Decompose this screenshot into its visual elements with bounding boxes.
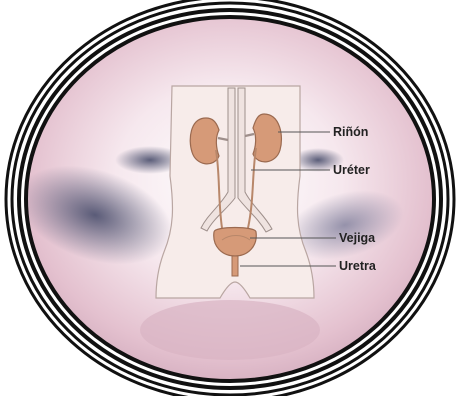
- bladder-label: Vejiga: [339, 231, 376, 245]
- urethra-label: Uretra: [339, 259, 377, 273]
- kidney-label: Riñón: [333, 125, 368, 139]
- urethra: [232, 256, 238, 276]
- ureter-label: Uréter: [333, 163, 370, 177]
